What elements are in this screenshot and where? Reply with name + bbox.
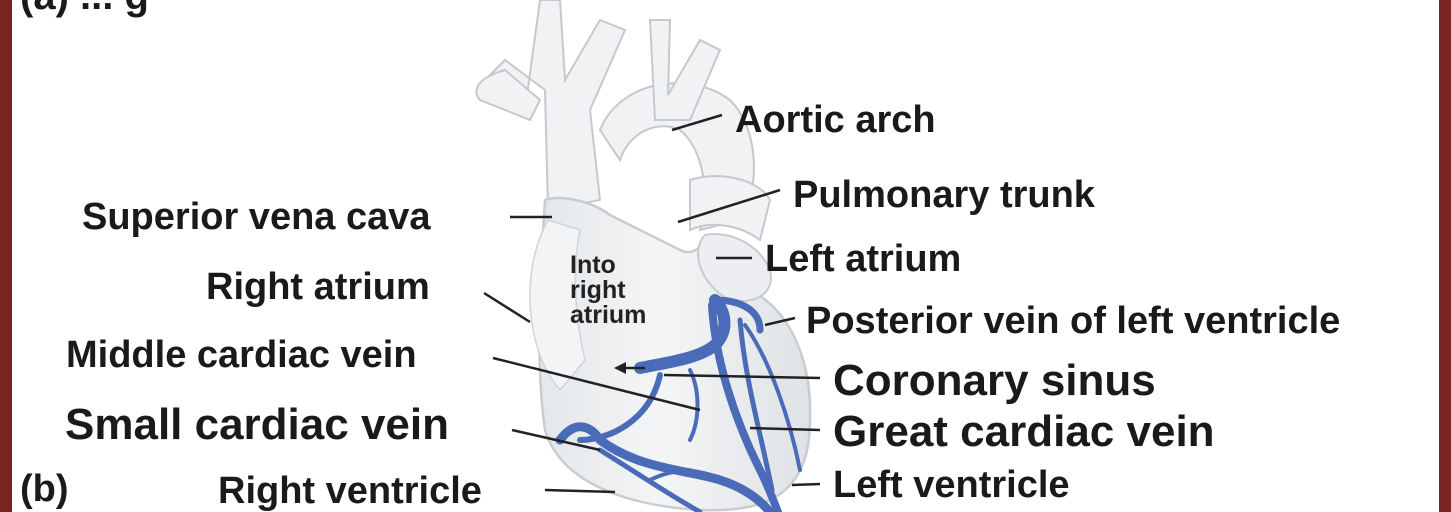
label-left-atrium: Left atrium: [765, 240, 961, 278]
label-superior-vena-cava: Superior vena cava: [82, 198, 431, 236]
right-line: right: [570, 278, 646, 303]
atrium-line: atrium: [570, 303, 646, 328]
into-line: Into: [570, 253, 646, 278]
label-aortic-arch: Aortic arch: [735, 101, 936, 139]
label-small-cardiac-vein: Small cardiac vein: [65, 403, 449, 447]
label-great-cardiac-vein: Great cardiac vein: [833, 410, 1215, 454]
label-pulmonary-trunk: Pulmonary trunk: [793, 176, 1095, 214]
label-into-right-atrium: Into right atrium: [570, 253, 646, 328]
panel-label-b: (b): [20, 470, 69, 508]
label-posterior-vein-lv: Posterior vein of left ventricle: [806, 302, 1340, 340]
great-vessels: [476, 0, 770, 240]
label-coronary-sinus: Coronary sinus: [833, 359, 1156, 403]
partial-top-label: (a) ... g: [20, 0, 149, 16]
label-middle-cardiac-vein: Middle cardiac vein: [66, 336, 417, 374]
label-right-ventricle: Right ventricle: [218, 472, 482, 510]
label-left-ventricle: Left ventricle: [833, 466, 1070, 504]
label-right-atrium: Right atrium: [206, 268, 430, 306]
